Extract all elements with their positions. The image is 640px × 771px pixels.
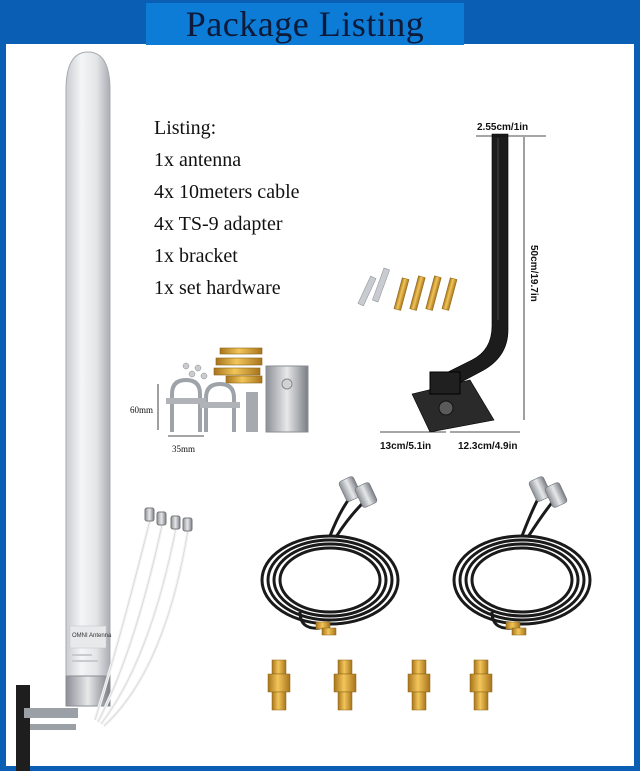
- listing-heading: Listing:: [154, 117, 217, 139]
- bracket-top-dimension: 2.55cm/1in: [477, 122, 528, 133]
- listing-item: 4x 10meters cable: [154, 181, 300, 203]
- title-banner: [146, 3, 464, 45]
- bracket-image: [380, 133, 546, 433]
- ubolt-width-label: 35mm: [172, 444, 195, 454]
- cable-coil-image: [452, 476, 592, 636]
- bracket-base-left-dimension: 13cm/5.1in: [380, 441, 431, 452]
- listing-item: 1x bracket: [154, 245, 238, 267]
- bracket-height-dimension: 50cm/19.7in: [528, 245, 539, 302]
- antenna-image: [16, 51, 111, 771]
- page-title: Package Listing: [185, 4, 425, 44]
- listing-item: 1x antenna: [154, 149, 242, 171]
- antenna-label: OMNI Antenna: [72, 633, 112, 639]
- listing-item: 4x TS-9 adapter: [154, 213, 283, 235]
- listing-item: 1x set hardware: [154, 277, 281, 299]
- antenna-leads-outline: [94, 519, 189, 727]
- ubolt-height-label: 60mm: [130, 405, 153, 415]
- ts9-adapters-image: [267, 659, 493, 711]
- bracket-base-right-dimension: 12.3cm/4.9in: [458, 441, 517, 452]
- expansion-bolts-image: [357, 267, 458, 311]
- cable-coil-image: [260, 476, 400, 636]
- content-panel: [6, 44, 634, 766]
- ubolt-hardware-image: [157, 347, 309, 437]
- pigtail-connectors: [144, 507, 193, 532]
- package-listing: Listing: 1x antenna 4x 10meters cable 4x…: [154, 112, 374, 304]
